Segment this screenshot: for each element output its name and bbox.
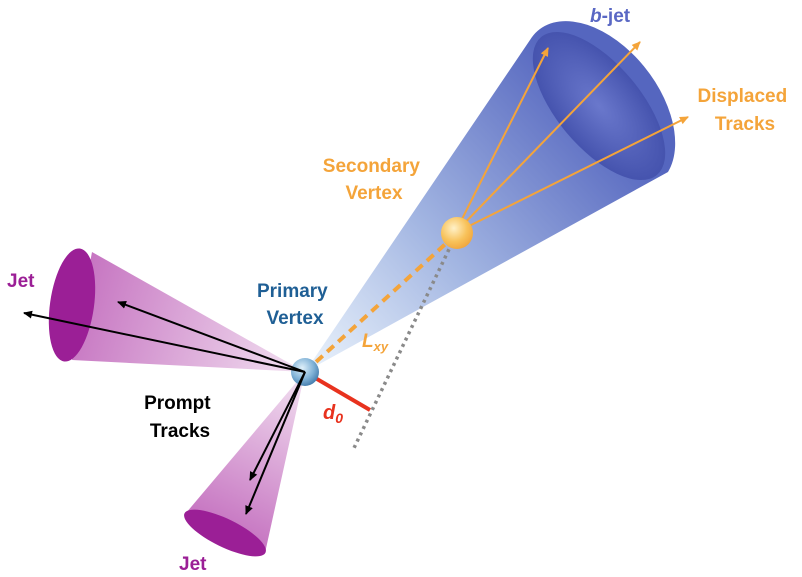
jet-label-upper: Jet [7,271,35,292]
b-jet-label: b-jet [590,6,631,27]
prompt-tracks [23,301,306,515]
d0-label: d0 [323,402,343,426]
jet-cone-upper [48,248,305,372]
prompt-track [245,371,306,515]
displaced-track [454,47,549,234]
secondary-vertex-marker [441,217,473,249]
track-extrapolation-dotted-line [352,242,454,449]
prompt-tracks-label: Prompt Tracks [144,393,216,442]
secondary-vertex-label: Secondary Vertex [323,156,425,204]
displaced-tracks [454,41,689,234]
jet-cone-lower [184,372,305,557]
displaced-tracks-label: Displaced Tracks [697,86,792,135]
prompt-track [249,371,306,481]
prompt-track [23,310,306,373]
jet-label-lower: Jet [179,554,207,575]
displaced-track [454,41,641,234]
lxy-label: Lxy [362,331,389,354]
prompt-track [117,301,306,373]
displaced-track [454,116,689,234]
primary-vertex-label: Primary Vertex [257,281,333,329]
lxy-dashed-line [303,236,454,374]
